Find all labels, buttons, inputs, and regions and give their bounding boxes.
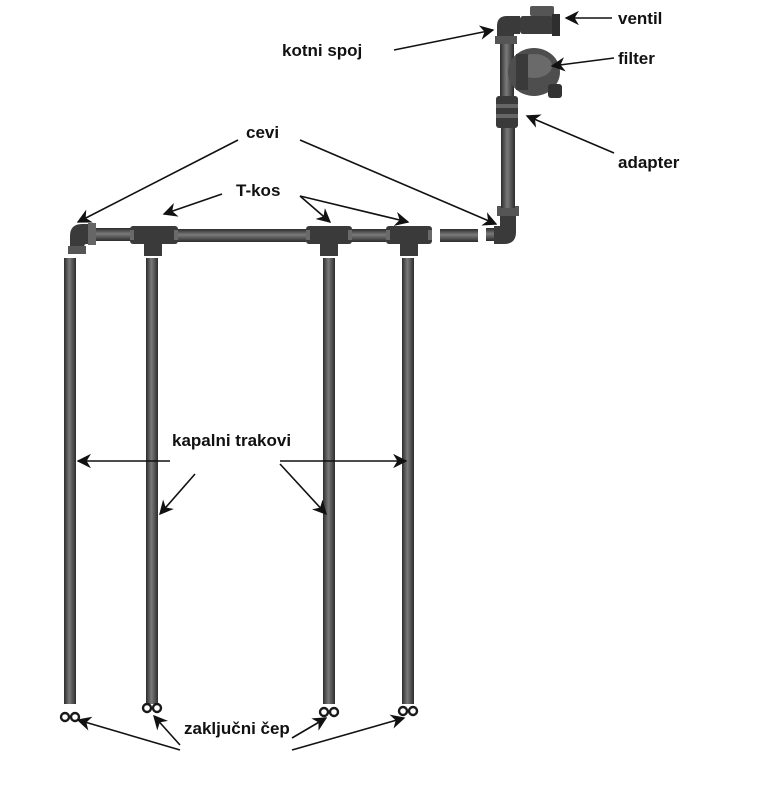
end-cap	[141, 702, 163, 714]
end-cap	[397, 705, 419, 717]
drip-tape	[402, 258, 414, 704]
label-ventil: ventil	[618, 9, 662, 28]
t-fitting	[306, 226, 352, 256]
label-kapalni-trakovi: kapalni trakovi	[172, 431, 291, 450]
t-fitting	[386, 226, 432, 256]
pipe-segment	[92, 228, 132, 241]
adapter-fitting	[496, 96, 518, 128]
label-filter: filter	[618, 49, 655, 68]
supply-pipe	[501, 128, 515, 208]
label-adapter: adapter	[618, 153, 680, 172]
t-fitting	[130, 226, 178, 256]
label-t-kos: T-kos	[236, 181, 280, 200]
label-zakljucni-cep: zaključni čep	[184, 719, 290, 738]
drip-tape	[146, 258, 158, 704]
valve-fitting	[520, 6, 560, 36]
right-elbow-fitting	[494, 206, 519, 244]
pipe-segment	[440, 229, 478, 242]
drip-tape	[64, 258, 76, 704]
annotation-arrows	[76, 10, 615, 751]
end-cap	[59, 711, 81, 723]
left-elbow-fitting	[68, 223, 96, 254]
corner-joint-fitting	[495, 16, 520, 44]
filter-unit	[500, 44, 562, 98]
pipe-segment	[176, 229, 306, 242]
drip-tape	[323, 258, 335, 704]
label-cevi: cevi	[246, 123, 279, 142]
pipe-segment	[350, 229, 386, 242]
label-kotni-spoj: kotni spoj	[282, 41, 362, 60]
main-pipe-line	[92, 228, 500, 242]
end-cap	[318, 706, 340, 718]
